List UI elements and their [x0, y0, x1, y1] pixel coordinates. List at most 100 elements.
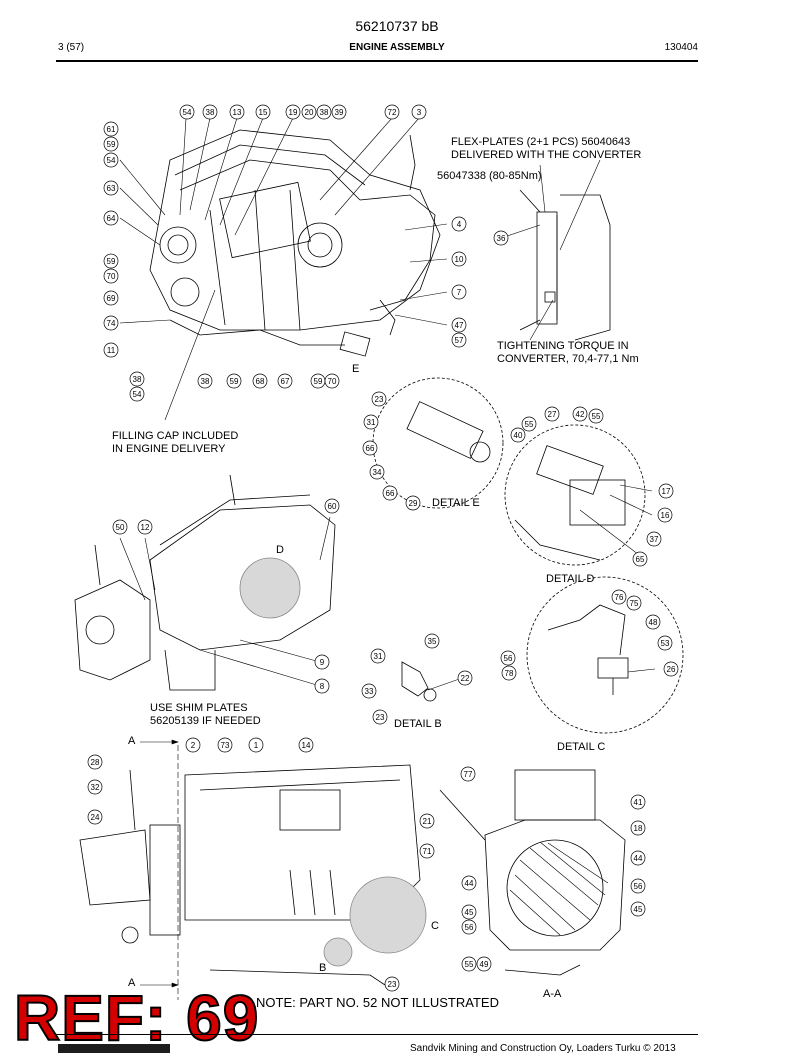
callout-label: 53: [661, 639, 670, 648]
callout-bubble: [137, 519, 153, 535]
detail-e-title: DETAIL E: [432, 497, 480, 509]
callout-label: 10: [455, 255, 464, 264]
ref-stamp: REF: 69: [13, 982, 260, 1054]
callout-bubble: [361, 683, 377, 699]
detail-b-title: DETAIL B: [394, 718, 442, 730]
detail-e-circle: [372, 377, 504, 509]
callout-label: 56: [465, 923, 474, 932]
callout-bubble: [252, 373, 268, 389]
detail-c-title: DETAIL C: [557, 741, 606, 753]
callout-bubble: [255, 104, 271, 120]
callout-bubble: [611, 589, 627, 605]
callout-bubble: [248, 737, 264, 753]
callout-label: 63: [107, 184, 116, 193]
converter-torque-line1: TIGHTENING TORQUE IN: [497, 340, 629, 352]
callout-bubble: [87, 779, 103, 795]
callout-bubble: [657, 635, 673, 651]
callout-label: 16: [661, 511, 670, 520]
converter-torque-note: TIGHTENING TORQUE IN CONVERTER, 70,4-77,…: [497, 340, 639, 366]
callout-bubble: [331, 104, 347, 120]
callout-bubble: [382, 485, 398, 501]
callout-label: 71: [423, 847, 432, 856]
callout-label: 4: [457, 220, 462, 229]
callout-label: 28: [91, 758, 100, 767]
callout-label: 19: [289, 108, 298, 117]
callout-label: 55: [465, 960, 474, 969]
callout-bubble: [87, 754, 103, 770]
filling-cap-line1: FILLING CAP INCLUDED: [112, 430, 239, 442]
callout-bubble: [226, 373, 242, 389]
callout-label: 12: [141, 523, 150, 532]
callout-label: 75: [630, 599, 639, 608]
callout-bubble: [510, 427, 526, 443]
callout-label: 59: [107, 257, 116, 266]
callout-bubble: [630, 820, 646, 836]
callout-label: 38: [320, 108, 329, 117]
callout-bubble: [501, 665, 517, 681]
callout-label: 70: [328, 377, 337, 386]
document-number: 56210737 bB: [355, 18, 439, 34]
callout-bubble: [301, 104, 317, 120]
callout-bubble: [493, 230, 509, 246]
callout-label: 31: [367, 418, 376, 427]
callout-label: 38: [201, 377, 210, 386]
callout-bubble: [103, 342, 119, 358]
callout-bubble: [384, 104, 400, 120]
callout-label: 40: [514, 431, 523, 440]
callout-bubble: [103, 210, 119, 226]
flexplate-note-line1: FLEX-PLATES (2+1 PCS) 56040643: [451, 136, 631, 148]
callout-bubble: [460, 766, 476, 782]
callout-bubble: [129, 371, 145, 387]
flex-plate-section: [519, 189, 611, 341]
callout-label: 23: [376, 713, 385, 722]
callout-label: 45: [465, 908, 474, 917]
callout-label: 2: [191, 741, 196, 750]
callout-bubble: [103, 121, 119, 137]
shim-plates-line2: 56205139 IF NEEDED: [150, 715, 261, 727]
callout-label: 21: [423, 817, 432, 826]
callout-label: 54: [183, 108, 192, 117]
callout-label: 34: [373, 468, 382, 477]
callout-bubble: [658, 483, 674, 499]
callout-label: 70: [107, 272, 116, 281]
callout-bubble: [451, 251, 467, 267]
callout-label: 42: [576, 410, 585, 419]
callout-label: 31: [374, 652, 383, 661]
footer-rule: [56, 1034, 698, 1035]
callout-bubble: [646, 531, 662, 547]
callout-bubble: [316, 104, 332, 120]
callout-bubble: [424, 633, 440, 649]
callout-label: 13: [233, 108, 242, 117]
detail-b: [401, 661, 437, 702]
engine-section-aa: [439, 769, 626, 976]
callout-bubble: [103, 290, 119, 306]
callout-label: 23: [388, 980, 397, 989]
callout-label: 38: [206, 108, 215, 117]
revision-code: 130404: [664, 42, 698, 53]
callout-bubble: [370, 648, 386, 664]
callout-bubble: [112, 519, 128, 535]
section-a-bottom-marker: A: [128, 977, 136, 989]
callout-label: 24: [91, 813, 100, 822]
callout-bubble: [544, 406, 560, 422]
callout-bubble: [411, 104, 427, 120]
part52-note: NOTE: PART NO. 52 NOT ILLUSTRATED: [256, 995, 499, 1010]
callout-bubble: [461, 904, 477, 920]
callout-bubble: [451, 332, 467, 348]
callout-label: 20: [305, 108, 314, 117]
callout-bubble: [657, 507, 673, 523]
callout-bubble: [384, 976, 400, 992]
callout-bubble: [461, 956, 477, 972]
page-indicator: 3 (57): [58, 42, 85, 53]
callout-label: 26: [667, 665, 676, 674]
callout-bubble: [314, 678, 330, 694]
callout-bubble: [179, 104, 195, 120]
section-marker-lines: [140, 739, 179, 1000]
callout-bubble: [405, 495, 421, 511]
callout-label: 38: [133, 375, 142, 384]
callout-label: 56: [634, 882, 643, 891]
callout-label: 69: [107, 294, 116, 303]
callout-label: 64: [107, 214, 116, 223]
callout-bubble: [457, 670, 473, 686]
callout-label: 22: [461, 674, 470, 683]
